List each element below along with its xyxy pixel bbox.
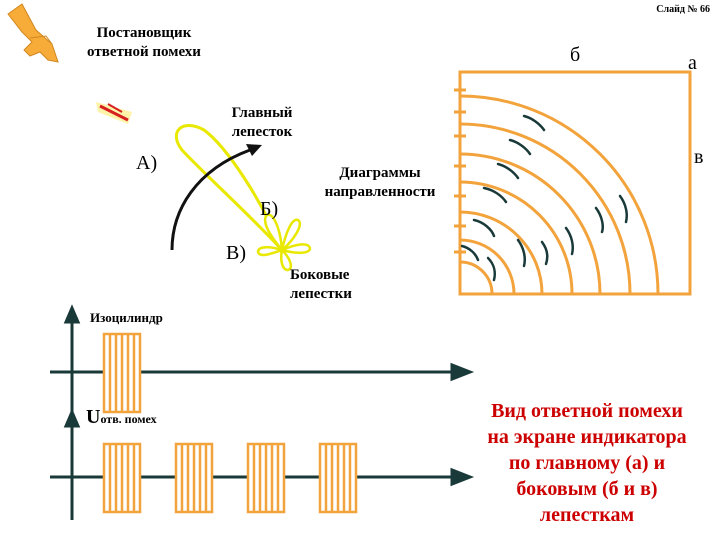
point-v-label: В) <box>226 242 246 264</box>
slide-number: Слайд № 66 <box>656 4 710 15</box>
main-lobe-label-line1: Главный <box>231 105 293 121</box>
isocylinder-pulse <box>102 332 142 414</box>
indicator-label-a: а <box>688 52 697 74</box>
pattern-label-line1: Диаграммы <box>339 165 421 181</box>
caption: Вид ответной помехи на экране индикатора… <box>458 398 716 528</box>
main-lobe-label: Главный лепесток <box>222 104 302 142</box>
caption-line3: по главному (а) и <box>508 452 666 474</box>
jamming-pulse <box>174 442 214 514</box>
u-label: Uотв. помех <box>86 406 157 429</box>
jamming-marks <box>460 114 628 282</box>
indicator-range-arcs <box>459 94 660 295</box>
u-symbol: U <box>86 406 101 428</box>
jamming-pulse <box>102 442 142 514</box>
isocylinder-label: Изоцилиндр <box>90 310 163 325</box>
u-subscript: отв. помех <box>100 412 157 426</box>
jamming-pulse <box>246 442 286 514</box>
side-lobes <box>256 213 312 272</box>
indicator-label-b: б <box>570 44 581 66</box>
caption-line1: Вид ответной помехи <box>491 400 683 422</box>
pattern-label-line2: направленности <box>324 184 436 200</box>
point-b-label: Б) <box>260 198 279 220</box>
jammer-aircraft-icon <box>7 3 59 63</box>
jammer-label-line1: Постановщик <box>96 25 192 41</box>
point-a-label: А) <box>136 152 158 174</box>
side-lobes-label-line2: лепестки <box>290 286 352 302</box>
pulse-group <box>102 332 358 514</box>
main-lobe <box>175 124 284 252</box>
pattern-label: Диаграммы направленности <box>310 164 450 202</box>
side-lobes-label-line1: Боковые <box>290 267 350 283</box>
side-lobes-label: Боковые лепестки <box>290 266 372 304</box>
caption-line5: лепесткам <box>539 504 635 526</box>
caption-line2: на экране индикатора <box>487 426 687 448</box>
main-lobe-label-line2: лепесток <box>231 124 293 140</box>
jamming-pulse <box>318 442 358 514</box>
indicator-ticks <box>454 88 466 254</box>
jammer-label-line2: ответной помехи <box>87 44 201 60</box>
rotation-arrow <box>170 144 262 251</box>
jammer-beam <box>96 102 132 124</box>
jammer-label: Постановщик ответной помехи <box>74 24 214 62</box>
indicator-label-v: в <box>694 146 704 168</box>
caption-line4: боковым (б и в) <box>516 478 658 500</box>
